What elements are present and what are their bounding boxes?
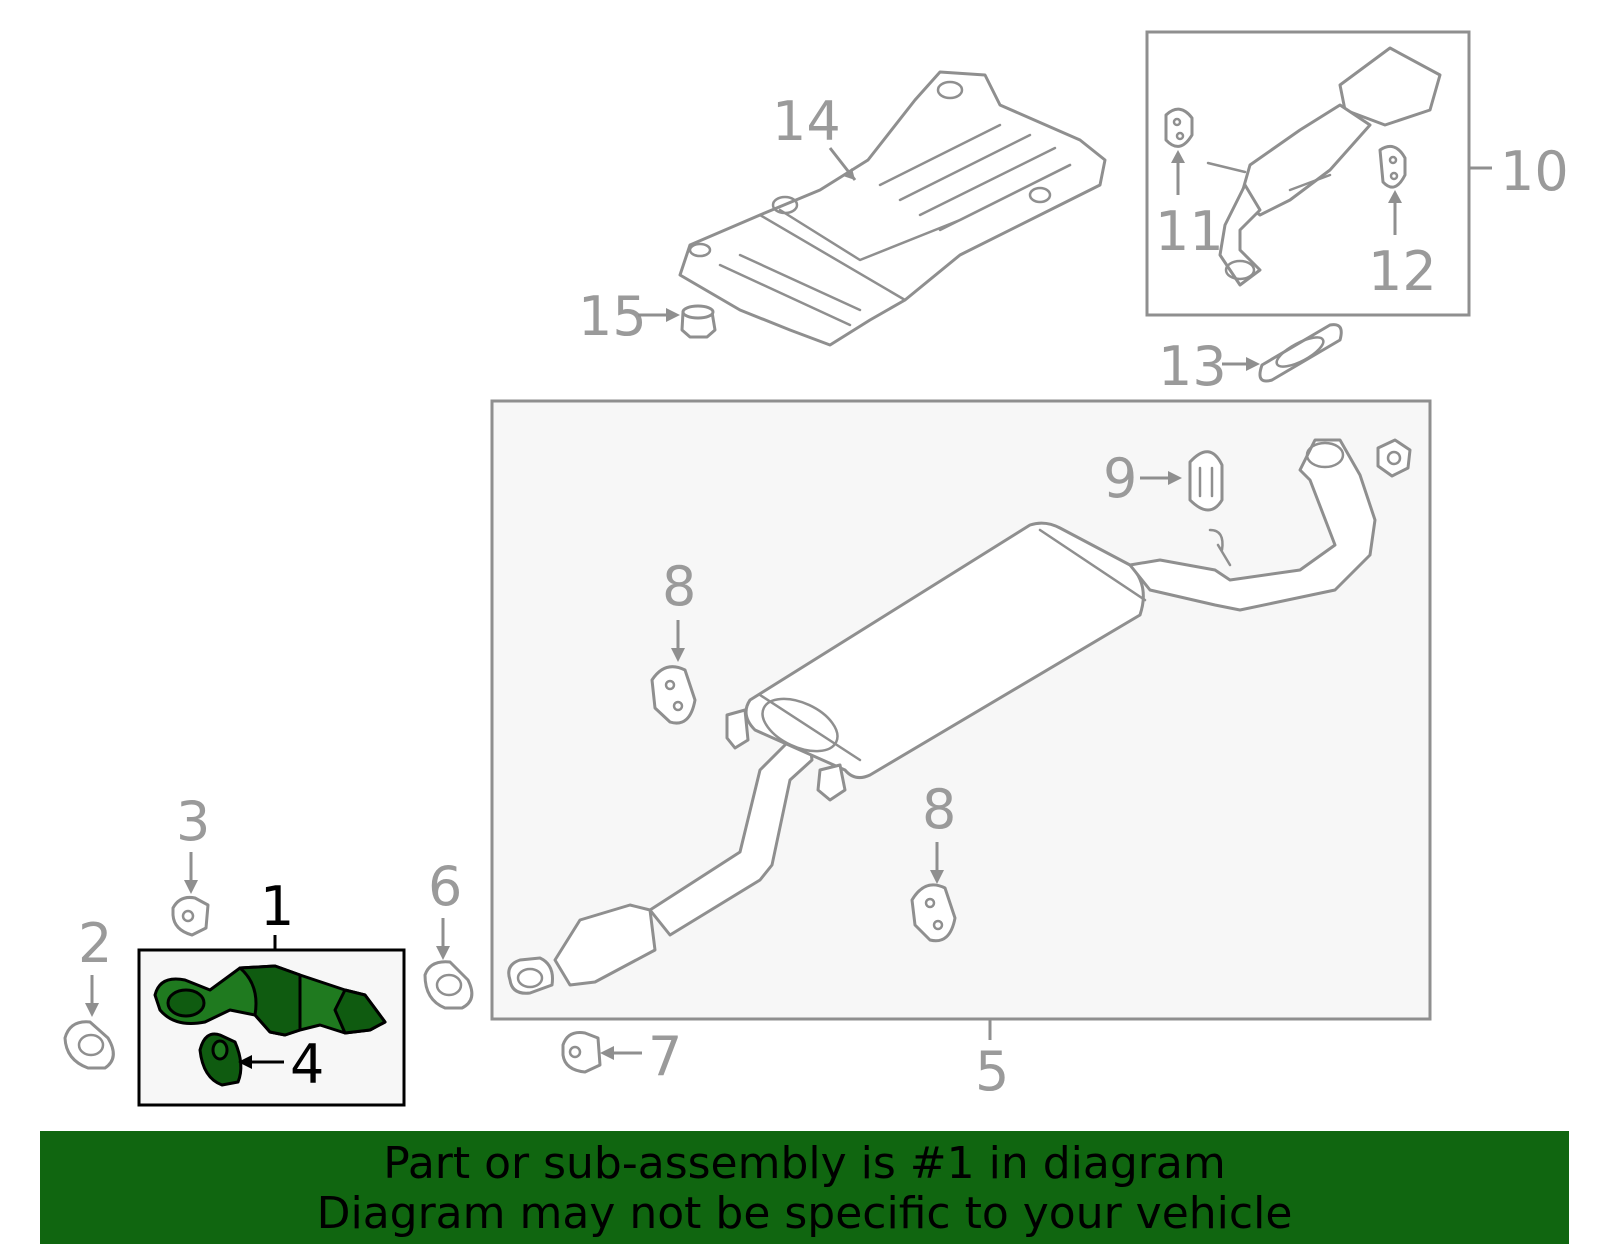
gasket-part-2[interactable] [63,1020,115,1070]
svg-text:13: 13 [1158,335,1227,398]
hanger-part-8-lower[interactable] [910,883,957,943]
callout-4: 4 [238,1033,324,1096]
nut-part[interactable] [1376,438,1412,478]
nut-part-7[interactable] [561,1031,602,1074]
callout-8-lower: 8 [922,778,956,884]
svg-text:11: 11 [1155,200,1224,263]
callout-12: 12 [1368,190,1437,303]
callout-11: 11 [1155,150,1224,263]
svg-text:10: 10 [1500,140,1569,203]
callout-3: 3 [176,790,210,894]
heat-shield-part-14[interactable] [678,70,1107,347]
svg-text:6: 6 [428,855,462,918]
svg-text:14: 14 [772,90,841,153]
svg-text:8: 8 [662,555,696,618]
callout-6: 6 [428,855,462,960]
svg-text:15: 15 [578,285,647,348]
muffler-assembly-part-5[interactable] [507,438,1377,995]
svg-text:4: 4 [290,1033,324,1096]
clip-part-15[interactable] [680,304,717,339]
callout-10: 10 [1470,140,1569,203]
gasket-part-13[interactable] [1258,323,1343,383]
callout-15: 15 [578,285,680,348]
hanger-part-8-upper[interactable] [650,665,697,725]
info-banner: Part or sub-assembly is #1 in diagram Di… [40,1131,1569,1244]
svg-text:9: 9 [1103,447,1137,510]
callout-14: 14 [772,90,857,181]
svg-text:12: 12 [1368,240,1437,303]
hanger-part-4-highlighted[interactable] [198,1032,243,1087]
callout-8-upper: 8 [662,555,696,662]
callout-1: 1 [260,875,294,950]
callout-13: 13 [1158,335,1260,398]
front-pipe-part-10[interactable] [1206,46,1442,287]
hanger-part-9[interactable] [1188,450,1224,512]
hanger-part-12[interactable] [1378,144,1407,189]
svg-text:8: 8 [922,778,956,841]
callout-2: 2 [78,912,112,1017]
hanger-part-11[interactable] [1164,107,1194,148]
callout-7: 7 [600,1025,682,1088]
front-pipe-part-1-highlighted[interactable] [153,964,387,1037]
svg-text:3: 3 [176,790,210,853]
banner-line-2: Diagram may not be specific to your vehi… [316,1188,1293,1239]
callout-9: 9 [1103,447,1182,510]
callout-5: 5 [975,1020,1009,1103]
svg-text:5: 5 [975,1040,1009,1103]
svg-text:1: 1 [260,875,294,938]
banner-line-1: Part or sub-assembly is #1 in diagram [383,1138,1226,1189]
svg-text:2: 2 [78,912,112,975]
gasket-part-6[interactable] [423,960,474,1010]
nut-part-3[interactable] [171,896,210,937]
svg-text:7: 7 [648,1025,682,1088]
